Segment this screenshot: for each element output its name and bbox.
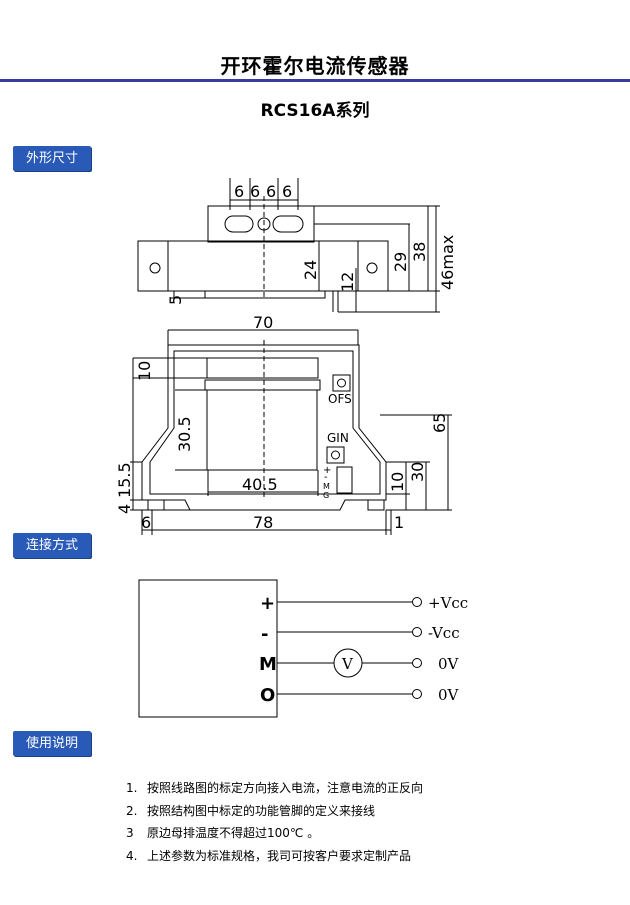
conn-pin-minus: - bbox=[261, 624, 268, 645]
connection-diagram bbox=[138, 579, 422, 718]
dim-6: 6 bbox=[141, 513, 151, 532]
voltmeter-label: V bbox=[341, 655, 354, 673]
dim-10-right: 10 bbox=[388, 472, 407, 492]
signal-plus-vcc: +Vcc bbox=[428, 594, 468, 612]
pin-minus: - bbox=[324, 472, 328, 483]
dim-10-left: 10 bbox=[135, 361, 154, 381]
pin-m: M bbox=[323, 482, 330, 491]
conn-pin-m: M bbox=[259, 654, 277, 675]
dim-65: 65 bbox=[430, 413, 449, 433]
dim-1: 1 bbox=[394, 513, 404, 532]
dim-pitch-1: 6 bbox=[234, 182, 244, 201]
front-view bbox=[130, 329, 452, 535]
signal-minus-vcc: -Vcc bbox=[428, 624, 460, 642]
voltmeter-icon bbox=[333, 648, 363, 678]
dim-30-right: 30 bbox=[408, 462, 427, 482]
note-text: 按照结构图中标定的功能管脚的定义来接线 bbox=[147, 803, 376, 818]
list-item: 1. 按照线路图的标定方向接入电流，注意电流的正反向 bbox=[126, 780, 423, 803]
gin-label: GIN bbox=[327, 431, 349, 445]
conn-pin-plus: + bbox=[260, 593, 275, 614]
top-view bbox=[137, 178, 440, 313]
dim-30-5: 30.5 bbox=[175, 416, 194, 452]
signal-0v-m: 0V bbox=[438, 655, 460, 673]
dim-5: 5 bbox=[166, 295, 185, 305]
dim-40-5: 40.5 bbox=[242, 475, 278, 494]
terminal-icon bbox=[412, 597, 422, 607]
note-text: 按照线路图的标定方向接入电流，注意电流的正反向 bbox=[147, 781, 424, 795]
dim-12: 12 bbox=[338, 272, 357, 292]
page-title: 开环霍尔电流传感器 bbox=[220, 54, 410, 78]
pin-plus: + bbox=[323, 465, 331, 476]
usage-notes: 1. 按照线路图的标定方向接入电流，注意电流的正反向 2. 按照结构图中标定的功能管… bbox=[126, 780, 423, 870]
list-item: 3 原边母排温度不得超过100℃ 。 bbox=[126, 825, 423, 848]
dim-pitch-4: 6 bbox=[282, 182, 292, 201]
note-number: 4. bbox=[126, 848, 138, 863]
terminal-icon bbox=[412, 689, 422, 699]
conn-pin-o: O bbox=[260, 685, 275, 706]
ofs-label: OFS bbox=[328, 392, 352, 406]
signal-0v-o: 0V bbox=[438, 686, 460, 704]
note-number: 1. bbox=[126, 781, 138, 795]
title-underline bbox=[0, 79, 630, 82]
dim-15-5: 15.5 bbox=[115, 462, 134, 498]
note-number: 2. bbox=[126, 803, 138, 818]
dim-70: 70 bbox=[253, 313, 273, 332]
note-text: 原边母排温度不得超过100℃ 。 bbox=[147, 826, 320, 840]
terminal-icon bbox=[412, 658, 422, 668]
pin-g: G bbox=[323, 491, 329, 500]
terminal-icon bbox=[412, 627, 422, 637]
page-subtitle: RCS16A系列 bbox=[260, 101, 370, 121]
list-item: 4. 上述参数为标准规格，我司可按客户要求定制产品 bbox=[126, 848, 423, 871]
list-item: 2. 按照结构图中标定的功能管脚的定义来接线 bbox=[126, 803, 423, 826]
note-number: 3 bbox=[126, 826, 134, 840]
dim-24: 24 bbox=[301, 260, 320, 280]
section-tag-dimensions: 外形尺寸 bbox=[13, 146, 91, 171]
note-text: 上述参数为标准规格，我司可按客户要求定制产品 bbox=[147, 848, 412, 863]
dim-4: 4 bbox=[115, 504, 134, 514]
section-tag-usage: 使用说明 bbox=[13, 731, 91, 756]
dim-pitch-3: 6 bbox=[266, 182, 276, 201]
dim-pitch-2: 6 bbox=[250, 182, 260, 201]
dim-46max: 46max bbox=[438, 235, 457, 290]
dim-38: 38 bbox=[410, 242, 429, 262]
dim-78: 78 bbox=[253, 513, 273, 532]
section-tag-connection: 连接方式 bbox=[13, 533, 91, 558]
dim-29: 29 bbox=[391, 252, 410, 272]
